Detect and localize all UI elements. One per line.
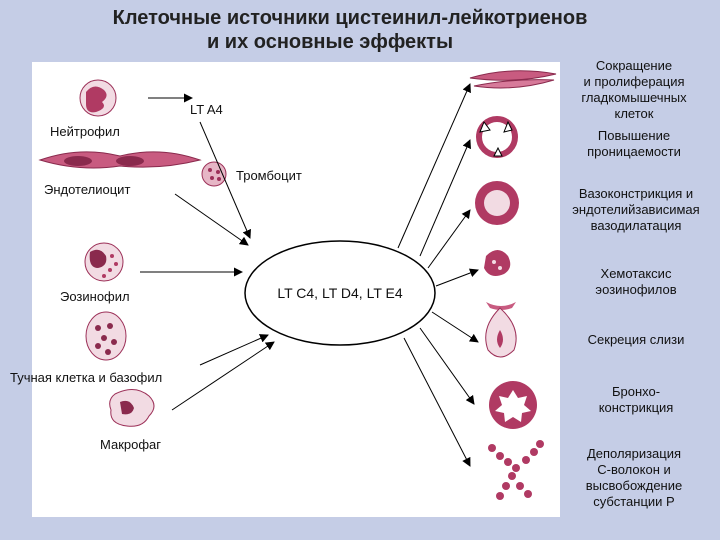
label-endothelial: Эндотелиоцит bbox=[44, 182, 131, 197]
mast-cell-icon bbox=[85, 311, 127, 361]
arrow-lta4-center bbox=[199, 121, 251, 239]
center-label: LT C4, LT D4, LT E4 bbox=[277, 285, 403, 301]
neutrophil-icon bbox=[79, 79, 117, 117]
title-line-2: и их основные эффекты bbox=[206, 31, 454, 53]
page-title: Клеточные источники цистеинил-лейкотриен… bbox=[0, 6, 720, 54]
label-lta4: LT A4 bbox=[190, 102, 223, 117]
arrow-macrophage-center bbox=[171, 341, 275, 411]
arrow-center-vaso bbox=[427, 209, 471, 269]
title-line-1: Клеточные источники цистеинил-лейкотриен… bbox=[112, 7, 588, 29]
label-eosinophil: Эозинофил bbox=[60, 289, 130, 304]
arrow-center-chemotaxis bbox=[435, 268, 479, 287]
effect-permeability: Повышение проницаемости bbox=[587, 128, 681, 159]
mucus-gland-icon bbox=[485, 302, 517, 358]
arrow-endothelial-center bbox=[174, 193, 249, 246]
arrow-center-mucus bbox=[431, 311, 479, 343]
effect-broncho: Бронхо- констрикция bbox=[598, 384, 674, 415]
vessel-ring-icon bbox=[475, 181, 519, 225]
effect-chemotaxis: Хемотаксис эозинофилов bbox=[595, 266, 677, 297]
effect-vaso: Вазоконстрикция и эндотелийзависимая ваз… bbox=[572, 186, 700, 233]
permeability-vessel-icon bbox=[476, 116, 518, 158]
arrow-center-permeability bbox=[419, 139, 471, 257]
eosinophil-chemotaxis-icon bbox=[484, 250, 511, 276]
bronchus-icon bbox=[489, 381, 537, 429]
center-ellipse bbox=[244, 240, 436, 346]
arrow-center-smooth-muscle bbox=[397, 83, 471, 249]
nerve-fiber-icon bbox=[488, 440, 544, 500]
eosinophil-icon bbox=[84, 242, 124, 282]
label-platelet: Тромбоцит bbox=[236, 168, 302, 183]
label-macrophage: Макрофаг bbox=[100, 437, 162, 452]
arrow-mast-center bbox=[199, 334, 269, 366]
endothelial-cell-icon bbox=[38, 151, 202, 169]
arrow-center-depol bbox=[403, 337, 471, 467]
effect-smooth-muscle: Сокращение и пролиферация гладкомышечных… bbox=[581, 58, 687, 121]
macrophage-icon bbox=[109, 389, 155, 427]
effect-depolarization: Деполяризация С-волокон и высвобождение … bbox=[585, 446, 683, 509]
smooth-muscle-icon bbox=[469, 70, 557, 89]
arrow-center-broncho bbox=[419, 327, 475, 405]
effect-mucus: Секреция слизи bbox=[587, 332, 685, 347]
label-mast-basophil: Тучная клетка и базофил bbox=[10, 370, 163, 385]
label-neutrophil: Нейтрофил bbox=[50, 124, 120, 139]
